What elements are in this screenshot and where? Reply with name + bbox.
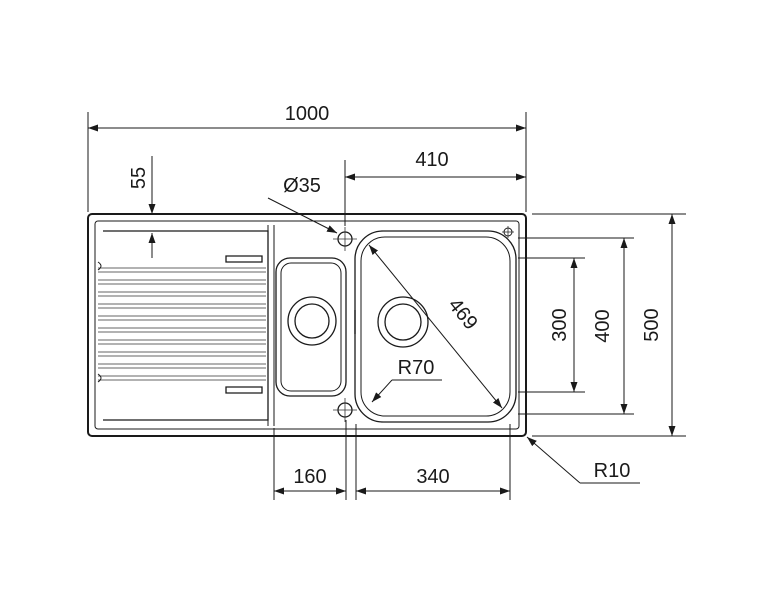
dim-overall-width: 1000 bbox=[87, 103, 527, 212]
small-bowl-drain bbox=[287, 296, 337, 346]
dim-bowl-depth-inner: 300 bbox=[518, 257, 585, 393]
dim-label-bowl-depth-inner: 300 bbox=[549, 308, 571, 341]
dim-label-small-bowl-width: 160 bbox=[293, 466, 326, 488]
dim-large-bowl-width: 340 bbox=[355, 424, 511, 500]
sink-outline bbox=[87, 213, 527, 437]
tap-holes bbox=[333, 226, 514, 422]
dim-bowl-depth-outer: 400 bbox=[518, 237, 634, 415]
dim-label-tap-hole: Ø35 bbox=[283, 175, 321, 197]
dim-label-outer-radius: R10 bbox=[594, 460, 631, 482]
dim-label-large-bowl-width: 340 bbox=[416, 466, 449, 488]
drainer-ribs bbox=[98, 267, 266, 381]
dim-drainer-margin: 55 bbox=[128, 156, 268, 258]
dim-overall-depth: 500 bbox=[532, 213, 686, 437]
dim-label-drainer-margin: 55 bbox=[128, 167, 150, 189]
dim-label-bowl-depth-outer: 400 bbox=[592, 309, 614, 342]
dim-label-offset-right: 410 bbox=[415, 149, 448, 171]
drainer-board bbox=[97, 225, 275, 426]
dim-bowl-radius: R70 bbox=[371, 357, 442, 403]
dim-offset-right: 410 bbox=[344, 149, 526, 226]
dim-outer-radius: R10 bbox=[526, 436, 640, 484]
dim-label-overall-width: 1000 bbox=[285, 103, 330, 125]
dim-label-diagonal: 469 bbox=[444, 294, 482, 334]
dim-small-bowl-width: 160 bbox=[273, 420, 347, 500]
dim-tap-hole: Ø35 bbox=[267, 175, 338, 234]
dim-label-overall-depth: 500 bbox=[641, 308, 663, 341]
dim-label-bowl-radius: R70 bbox=[398, 357, 435, 379]
small-bowl bbox=[275, 257, 356, 397]
